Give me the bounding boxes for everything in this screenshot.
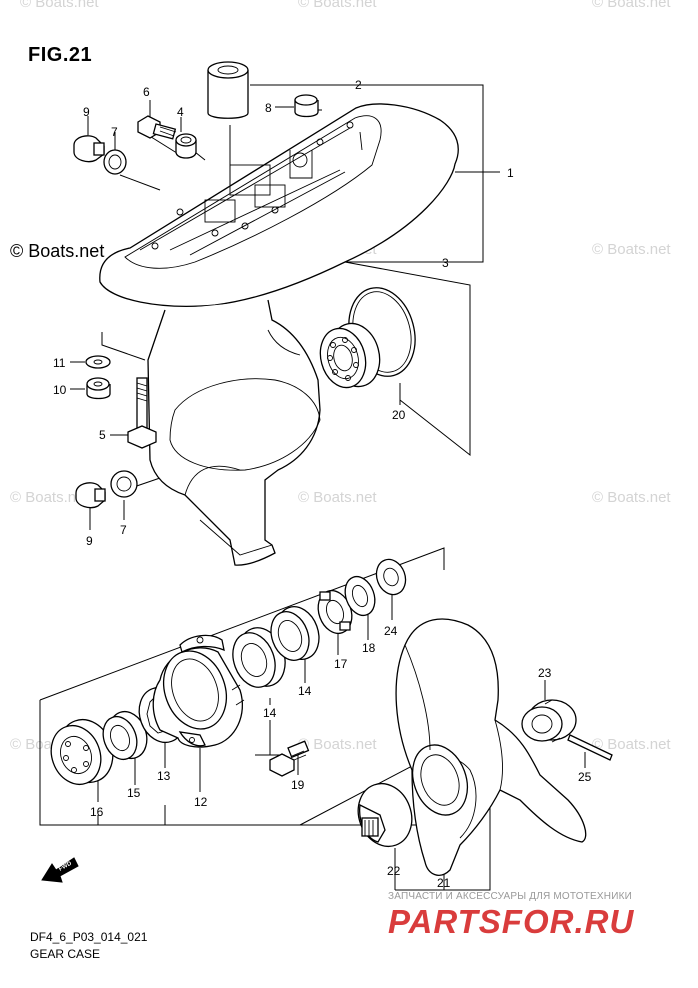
callout-11: 11 bbox=[53, 356, 66, 370]
callout-10: 10 bbox=[53, 383, 67, 397]
callout-22: 22 bbox=[387, 864, 401, 878]
watermark: © Boats.net bbox=[20, 0, 99, 11]
part-16-bearing bbox=[50, 718, 114, 786]
watermark: © Boats.net bbox=[592, 489, 671, 506]
branding-logo: PARTSFOR.RU bbox=[388, 903, 635, 940]
figure-title: FIG.21 bbox=[28, 44, 93, 66]
part-15-bearing bbox=[102, 710, 148, 761]
watermark: © Boats.net bbox=[298, 736, 377, 753]
callout-20: 20 bbox=[392, 408, 406, 422]
part-21-propeller bbox=[395, 618, 587, 876]
part-2-dowel bbox=[207, 61, 249, 119]
callout-6: 6 bbox=[143, 85, 150, 99]
callout-25: 25 bbox=[578, 770, 592, 784]
part-19-bolt bbox=[269, 740, 310, 777]
callout-21: 21 bbox=[437, 876, 451, 890]
drawing-code: DF4_6_P03_014_021 bbox=[30, 930, 148, 944]
callout-9-upper: 9 bbox=[83, 105, 90, 119]
part-11-washer bbox=[85, 355, 111, 369]
part-14-bearing-b bbox=[270, 606, 320, 661]
part-10-nut bbox=[86, 377, 111, 400]
part-12-bearing-housing bbox=[152, 634, 245, 748]
watermark-strong: © Boats.net bbox=[10, 241, 105, 261]
callout-16: 16 bbox=[90, 805, 104, 819]
callout-12: 12 bbox=[194, 795, 208, 809]
callout-1: 1 bbox=[507, 166, 514, 180]
gear-case-housing bbox=[99, 103, 459, 566]
part-7-gasket-lower bbox=[110, 470, 138, 498]
callout-7-lower: 7 bbox=[120, 523, 127, 537]
callout-labels: 1 2 3 4 5 6 7 7 8 9 9 10 11 12 13 14 14 … bbox=[53, 78, 592, 890]
part-9-plug-lower bbox=[75, 482, 106, 509]
callout-15: 15 bbox=[127, 786, 141, 800]
part-5-stud-bolt bbox=[127, 377, 157, 449]
figure-caption: GEAR CASE bbox=[30, 947, 101, 961]
watermark: © Boats.net bbox=[592, 241, 671, 258]
watermark: © Boats.net bbox=[592, 736, 671, 753]
callout-14-a: 14 bbox=[263, 706, 277, 720]
callout-19: 19 bbox=[291, 778, 305, 792]
watermark: © Boats.net bbox=[298, 489, 377, 506]
callout-9-lower: 9 bbox=[86, 534, 93, 548]
part-8-dowel bbox=[294, 94, 319, 118]
callout-14-b: 14 bbox=[298, 684, 312, 698]
callout-8: 8 bbox=[265, 101, 272, 115]
callout-24: 24 bbox=[384, 624, 398, 638]
part-24-spacer bbox=[375, 558, 407, 596]
part-25-cotter-pin bbox=[567, 734, 613, 761]
callout-4: 4 bbox=[177, 105, 184, 119]
part-3-bearing bbox=[319, 322, 381, 389]
callout-18: 18 bbox=[362, 641, 376, 655]
callout-23: 23 bbox=[538, 666, 552, 680]
part-7-gasket-upper bbox=[103, 149, 127, 175]
part-6-bolt bbox=[137, 115, 177, 140]
watermark: © Boats.net bbox=[592, 0, 671, 11]
watermark: © Boats.net bbox=[298, 0, 377, 11]
branding-tagline: ЗАПЧАСТИ И АКСЕССУАРЫ ДЛЯ МОТОТЕХНИКИ bbox=[388, 891, 633, 902]
fwd-direction-arrow: FWD bbox=[41, 857, 79, 883]
watermark: © Boats.net bbox=[10, 489, 89, 506]
callout-17: 17 bbox=[334, 657, 348, 671]
part-22-bushing bbox=[357, 782, 413, 848]
part-9-plug-upper bbox=[73, 135, 105, 163]
part-4-collar bbox=[175, 133, 197, 159]
part-18-washer bbox=[344, 575, 376, 617]
callout-2: 2 bbox=[355, 78, 362, 92]
callout-7-upper: 7 bbox=[111, 125, 118, 139]
callout-13: 13 bbox=[157, 769, 171, 783]
part-23-nut bbox=[521, 699, 577, 743]
callout-3: 3 bbox=[442, 256, 449, 270]
callout-5: 5 bbox=[99, 428, 106, 442]
